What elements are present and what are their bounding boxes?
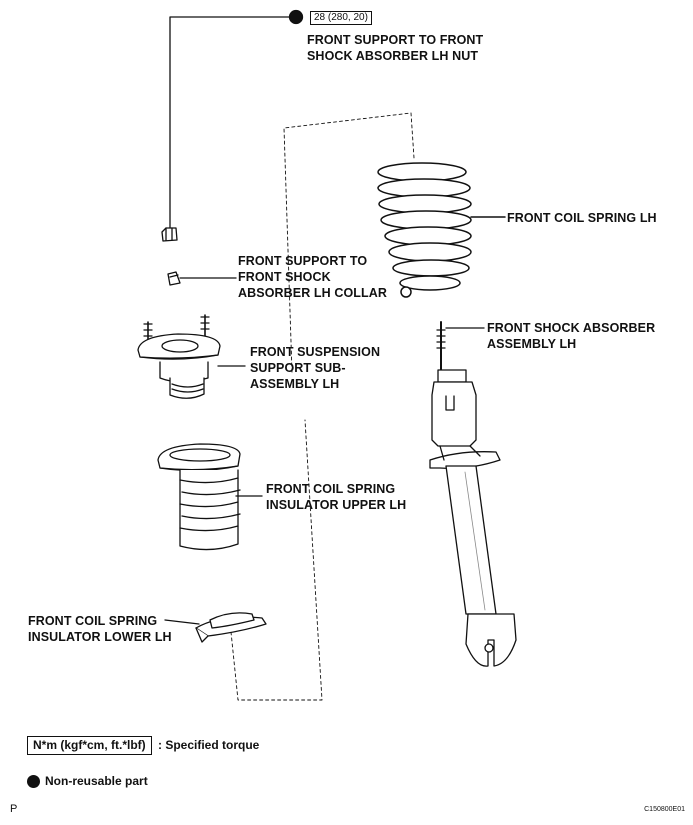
support-subassembly-part [137, 314, 246, 399]
legend-nonreusable-icon [27, 775, 40, 788]
coil-spring-part [377, 162, 506, 298]
label-support-line2: SUPPORT SUB- [250, 361, 346, 375]
label-ins-lower-line2: INSULATOR LOWER LH [28, 630, 172, 644]
label-support-line3: ASSEMBLY LH [250, 377, 340, 391]
label-insulator-lower: FRONT COIL SPRING INSULATOR LOWER LH [28, 613, 172, 645]
label-collar-line1: FRONT SUPPORT TO [238, 254, 368, 268]
label-support-subassembly: FRONT SUSPENSION SUPPORT SUB- ASSEMBLY L… [250, 344, 380, 392]
label-support-line1: FRONT SUSPENSION [250, 345, 381, 359]
label-nut-line2: SHOCK ABSORBER LH NUT [307, 49, 479, 63]
nut-part [161, 227, 178, 242]
label-collar-line2: FRONT SHOCK [238, 270, 331, 284]
label-ins-upper-line2: INSULATOR UPPER LH [266, 498, 407, 512]
label-nut-line1: FRONT SUPPORT TO FRONT [307, 33, 484, 47]
nonreusable-marker-icon [288, 9, 304, 25]
label-nut: FRONT SUPPORT TO FRONT SHOCK ABSORBER LH… [307, 32, 483, 64]
label-insulator-upper: FRONT COIL SPRING INSULATOR UPPER LH [266, 481, 406, 513]
legend-torque-text: : Specified torque [158, 738, 260, 752]
label-ins-lower-line1: FRONT COIL SPRING [28, 614, 158, 628]
assembly-guide-lower [230, 419, 323, 701]
page-mark: P [10, 803, 18, 815]
insulator-upper-part [157, 443, 263, 551]
label-ins-upper-line1: FRONT COIL SPRING [266, 482, 396, 496]
insulator-lower-part [164, 612, 267, 643]
label-collar-line3: ABSORBER LH COLLAR [238, 286, 388, 300]
torque-value: 28 (280, 20) [314, 12, 368, 23]
assembly-guide-upper [283, 112, 415, 373]
legend-nonreusable-text: Non-reusable part [45, 774, 148, 788]
label-collar: FRONT SUPPORT TO FRONT SHOCK ABSORBER LH… [238, 253, 387, 301]
label-shock-absorber: FRONT SHOCK ABSORBER ASSEMBLY LH [487, 320, 655, 352]
legend-torque-units-text: N*m (kgf*cm, ft.*lbf) [33, 738, 146, 752]
figure-id: C150800E01 [644, 806, 685, 813]
label-shock-line2: ASSEMBLY LH [487, 337, 577, 351]
label-coil-spring-line1: FRONT COIL SPRING LH [507, 211, 657, 225]
torque-value-box: 28 (280, 20) [310, 11, 372, 25]
collar-part [167, 271, 237, 286]
legend-torque-units: N*m (kgf*cm, ft.*lbf) [27, 736, 152, 755]
shock-absorber-part [429, 321, 517, 667]
label-shock-line1: FRONT SHOCK ABSORBER [487, 321, 656, 335]
nut-leader [169, 16, 291, 229]
label-coil-spring: FRONT COIL SPRING LH [507, 210, 657, 226]
